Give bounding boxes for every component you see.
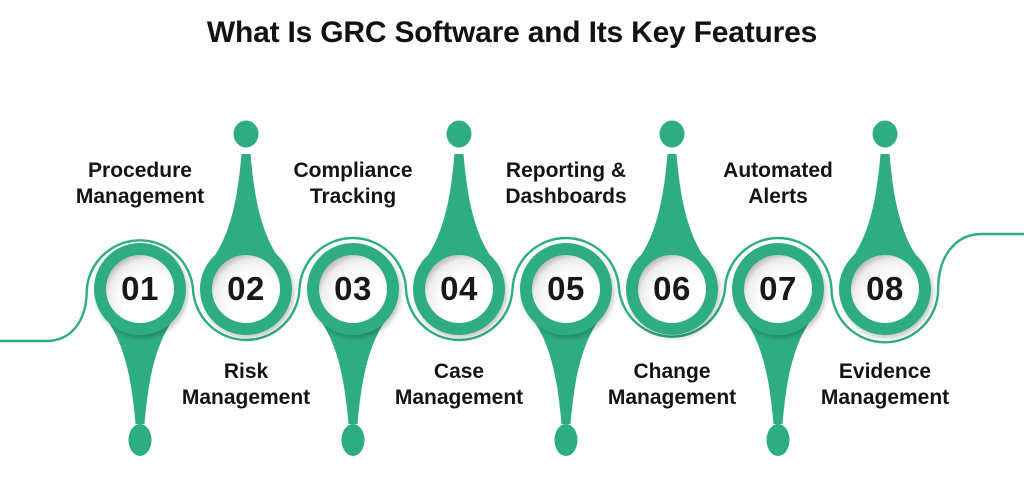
milestone-pin-01: [105, 317, 175, 456]
milestone-face-01: [106, 255, 174, 323]
milestone-pin-03: [318, 317, 388, 456]
milestone-number-08: 08: [866, 270, 904, 307]
pin-tail-dot: [233, 120, 259, 148]
pin-tail-dot: [128, 424, 152, 456]
pin-tail-down: [105, 317, 175, 424]
milestone-number-03: 03: [334, 270, 372, 307]
pin-tail-down: [743, 317, 813, 424]
milestone-pin-08: [850, 120, 920, 261]
milestone-number-06: 06: [653, 270, 691, 307]
pin-tail-dot: [341, 424, 365, 456]
pin-tail-dot: [554, 424, 578, 456]
pin-tail-up: [637, 154, 707, 261]
milestone-face-07: [744, 255, 812, 323]
milestone-face-08: [851, 255, 919, 323]
milestone-face-03: [319, 255, 387, 323]
milestone-number-01: 01: [121, 270, 159, 307]
milestone-pin-04: [424, 120, 494, 261]
milestone-pin-07: [743, 317, 813, 456]
milestone-label-01: Procedure Management: [75, 159, 205, 208]
milestone-number-02: 02: [227, 270, 265, 307]
milestone-label-07: Automated Alerts: [723, 159, 833, 208]
milestone-label-02: Risk Management: [181, 360, 311, 409]
milestone-label-03: Compliance Tracking: [293, 159, 413, 208]
pin-tail-dot: [766, 424, 790, 456]
milestone-pin-02: [211, 120, 281, 261]
milestone-number-04: 04: [440, 270, 478, 307]
milestone-face-04: [425, 255, 493, 323]
connector-wave-line: [0, 232, 1024, 344]
pin-tail-dot: [872, 120, 898, 148]
pin-tail-up: [850, 154, 920, 261]
milestone-label-05: Reporting & Dashboards: [505, 159, 627, 208]
pin-tail-up: [424, 154, 494, 261]
pin-tail-up: [211, 154, 281, 261]
pin-tail-down: [318, 317, 388, 424]
milestone-label-08: Evidence Management: [820, 360, 950, 409]
milestone-pin-05: [531, 317, 601, 456]
milestone-pin-06: [637, 120, 707, 261]
pin-tail-dot: [659, 120, 685, 148]
milestone-face-02: [212, 255, 280, 323]
milestone-label-04: Case Management: [394, 360, 524, 409]
milestone-face-05: [532, 255, 600, 323]
page-title: What Is GRC Software and Its Key Feature…: [206, 16, 818, 49]
milestone-label-06: Change Management: [607, 360, 737, 409]
pin-tail-down: [531, 317, 601, 424]
milestone-number-07: 07: [759, 270, 797, 307]
milestone-number-05: 05: [547, 270, 585, 307]
milestone-face-06: [638, 255, 706, 323]
pin-tail-dot: [446, 120, 472, 148]
